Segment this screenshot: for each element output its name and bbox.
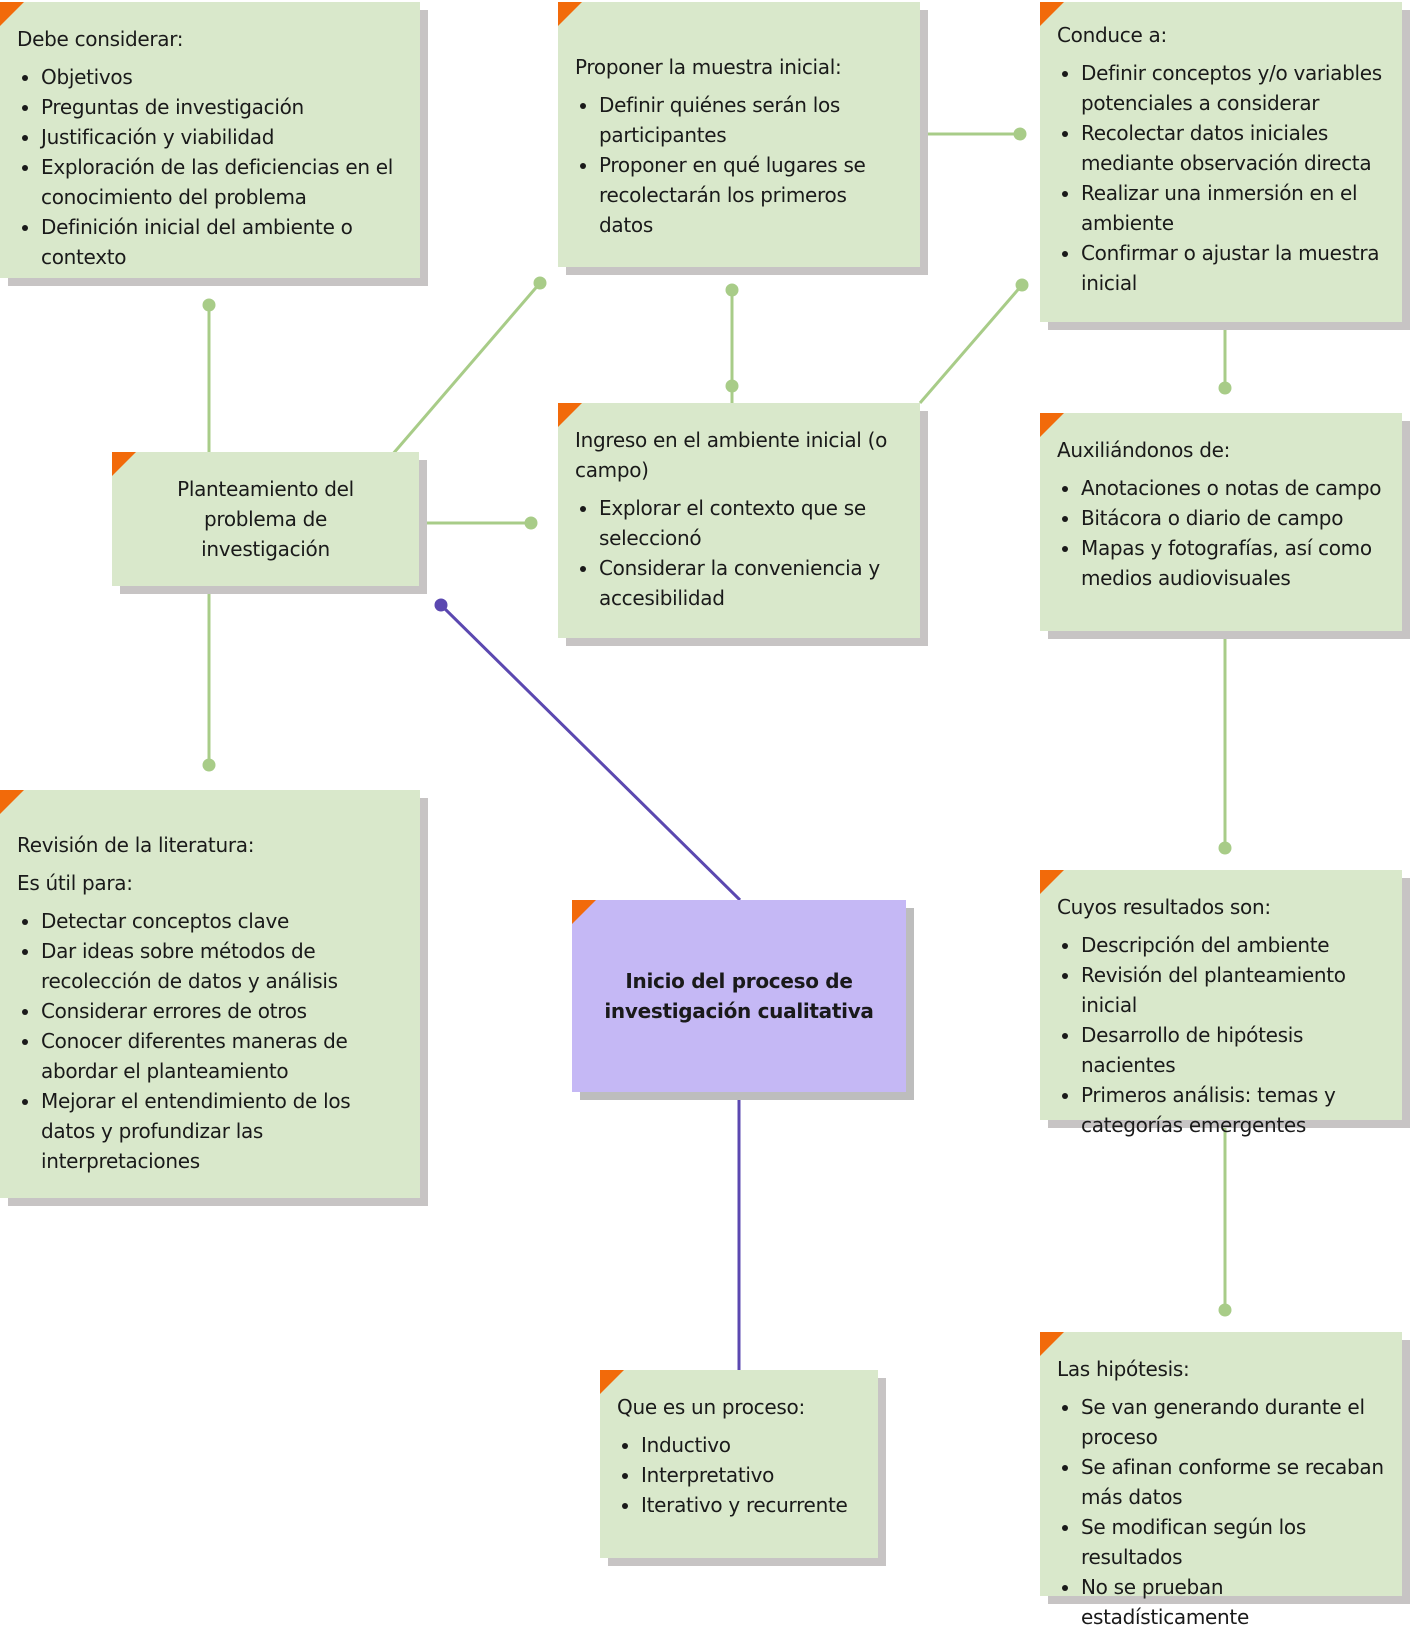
corner-marker	[0, 790, 24, 814]
node-auxiliandonos: Auxiliándonos de: Anotaciones o notas de…	[1040, 413, 1402, 631]
node-list: Descripción del ambiente Revisión del pl…	[1057, 930, 1384, 1140]
list-item: Dar ideas sobre métodos de recolección d…	[41, 936, 402, 996]
node-heading: Revisión de la literatura:	[17, 833, 255, 857]
node-inicio-proceso: Inicio del proceso de investigación cual…	[572, 900, 906, 1092]
node-text: Planteamiento del problema de investigac…	[177, 477, 354, 561]
list-item: Justificación y viabilidad	[41, 122, 402, 152]
node-heading: Que es un proceso:	[617, 1395, 805, 1419]
connector-inicio-planteamiento	[434, 598, 742, 902]
list-item: Se modifican según los resultados	[1081, 1512, 1384, 1572]
list-item: Mejorar el entendimiento de los datos y …	[41, 1086, 402, 1176]
node-list: Detectar conceptos clave Dar ideas sobre…	[17, 906, 402, 1176]
corner-marker	[572, 900, 596, 924]
node-que-es-proceso: Que es un proceso: Inductivo Interpretat…	[600, 1370, 878, 1558]
node-heading: Auxiliándonos de:	[1057, 438, 1231, 462]
connector-planteamiento-debe	[202, 298, 216, 455]
list-item: Objetivos	[41, 62, 402, 92]
list-item: Se van generando durante el proceso	[1081, 1392, 1384, 1452]
node-heading: Conduce a:	[1057, 23, 1167, 47]
corner-marker	[600, 1370, 624, 1394]
list-item: Recolectar datos iniciales mediante obse…	[1081, 118, 1384, 178]
node-list: Definir quiénes serán los participantes …	[575, 90, 902, 240]
node-list: Objetivos Preguntas de investigación Jus…	[17, 62, 402, 272]
node-text: Inicio del proceso de investigación cual…	[604, 969, 874, 1023]
list-item: Bitácora o diario de campo	[1081, 503, 1384, 533]
node-ingreso: Ingreso en el ambiente inicial (o campo)…	[558, 403, 920, 638]
list-item: Definir quiénes serán los participantes	[599, 90, 902, 150]
node-revision-literatura: Revisión de la literatura: Es útil para:…	[0, 790, 420, 1198]
node-heading: Proponer la muestra inicial:	[575, 55, 842, 79]
list-item: Descripción del ambiente	[1081, 930, 1384, 960]
list-item: Considerar la conveniencia y accesibilid…	[599, 553, 902, 613]
list-item: Interpretativo	[641, 1460, 860, 1490]
list-item: Definir conceptos y/o variables potencia…	[1081, 58, 1384, 118]
node-heading: Ingreso en el ambiente inicial (o campo)	[575, 428, 888, 482]
connector-planteamiento-revision	[202, 590, 216, 772]
connector-planteamiento-ingreso	[420, 516, 538, 530]
list-item: Mapas y fotografías, así como medios aud…	[1081, 533, 1384, 593]
list-item: Confirmar o ajustar la muestra inicial	[1081, 238, 1384, 298]
node-heading: Las hipótesis:	[1057, 1357, 1190, 1381]
list-item: Explorar el contexto que se seleccionó	[599, 493, 902, 553]
node-list: Anotaciones o notas de campo Bitácora o …	[1057, 473, 1384, 593]
list-item: Se afinan conforme se recaban más datos	[1081, 1452, 1384, 1512]
list-item: Detectar conceptos clave	[41, 906, 402, 936]
connector-ingreso-muestra	[725, 283, 739, 403]
list-item: No se prueban estadísticamente	[1081, 1572, 1384, 1632]
node-conduce-a: Conduce a: Definir conceptos y/o variabl…	[1040, 2, 1402, 322]
node-heading: Debe considerar:	[17, 27, 184, 51]
corner-marker	[558, 403, 582, 427]
list-item: Realizar una inmersión en el ambiente	[1081, 178, 1384, 238]
connector-muestra-conduce	[920, 127, 1027, 141]
list-item: Exploración de las deficiencias en el co…	[41, 152, 402, 212]
corner-marker	[1040, 2, 1064, 26]
connector-planteamiento-muestra	[390, 276, 547, 456]
node-list: Inductivo Interpretativo Iterativo y rec…	[617, 1430, 860, 1520]
list-item: Iterativo y recurrente	[641, 1490, 860, 1520]
list-item: Preguntas de investigación	[41, 92, 402, 122]
corner-marker	[1040, 870, 1064, 894]
connector-cuyos-hipotesis	[1218, 1125, 1232, 1317]
corner-marker	[1040, 413, 1064, 437]
list-item: Considerar errores de otros	[41, 996, 402, 1026]
list-item: Desarrollo de hipótesis nacientes	[1081, 1020, 1384, 1080]
list-item: Revisión del planteamiento inicial	[1081, 960, 1384, 1020]
list-item: Definición inicial del ambiente o contex…	[41, 212, 402, 272]
node-list: Se van generando durante el proceso Se a…	[1057, 1392, 1384, 1632]
connector-auxiliandonos-cuyos	[1218, 635, 1232, 855]
node-debe-considerar: Debe considerar: Objetivos Preguntas de …	[0, 2, 420, 278]
list-item: Proponer en qué lugares se recolectarán …	[599, 150, 902, 240]
corner-marker	[1040, 1332, 1064, 1356]
corner-marker	[558, 2, 582, 26]
node-proponer-muestra: Proponer la muestra inicial: Definir qui…	[558, 2, 920, 267]
node-planteamiento: Planteamiento del problema de investigac…	[112, 452, 419, 586]
list-item: Inductivo	[641, 1430, 860, 1460]
node-list: Explorar el contexto que se seleccionó C…	[575, 493, 902, 613]
list-item: Primeros análisis: temas y categorías em…	[1081, 1080, 1384, 1140]
corner-marker	[0, 2, 24, 26]
corner-marker	[112, 452, 136, 476]
node-subheading: Es útil para:	[17, 871, 133, 895]
connector-ingreso-conduce	[918, 278, 1029, 404]
node-list: Definir conceptos y/o variables potencia…	[1057, 58, 1384, 298]
connector-conduce-auxiliandonos	[1218, 325, 1232, 395]
node-cuyos-resultados: Cuyos resultados son: Descripción del am…	[1040, 870, 1402, 1137]
list-item: Anotaciones o notas de campo	[1081, 473, 1384, 503]
node-hipotesis: Las hipótesis: Se van generando durante …	[1040, 1332, 1402, 1629]
list-item: Conocer diferentes maneras de abordar el…	[41, 1026, 402, 1086]
node-heading: Cuyos resultados son:	[1057, 895, 1271, 919]
